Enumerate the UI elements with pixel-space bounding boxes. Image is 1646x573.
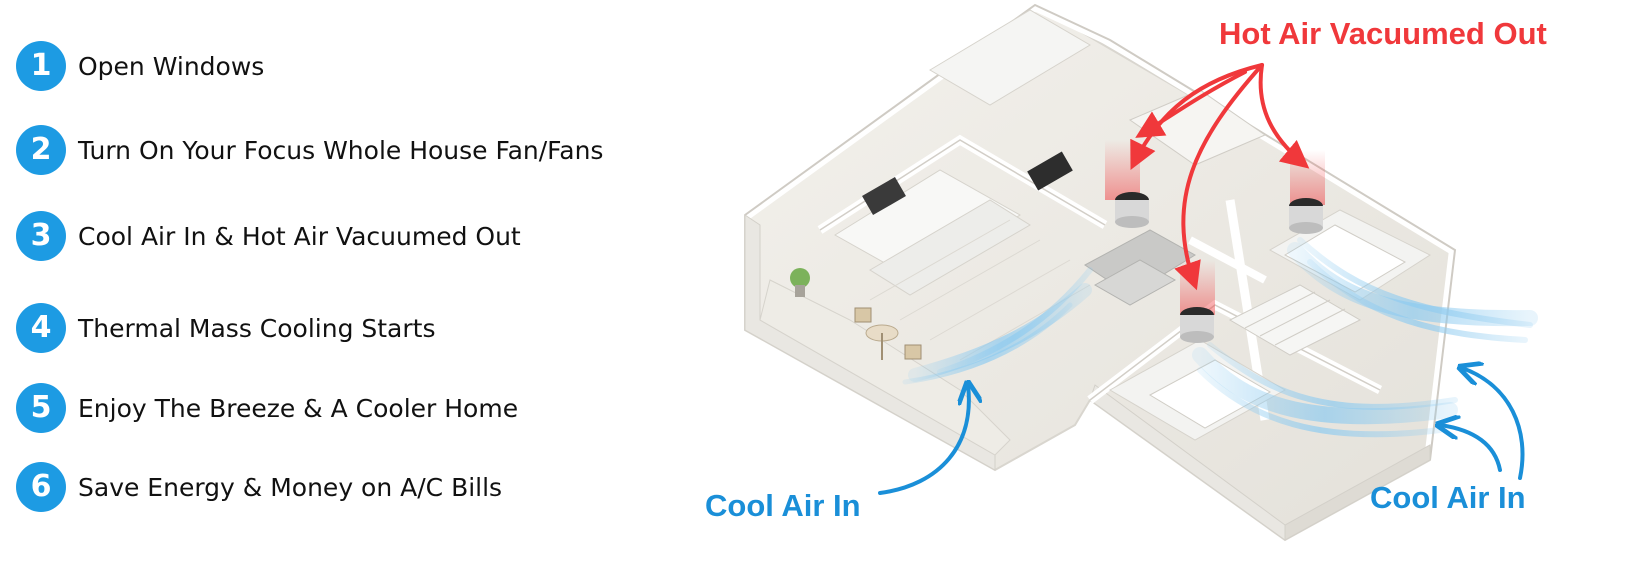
step-number-badge: 1 [16, 41, 66, 91]
hot-air-arrows [1130, 63, 1310, 291]
step-number-badge: 6 [16, 462, 66, 512]
step-number-badge: 5 [16, 383, 66, 433]
step-item: 1 Open Windows [16, 40, 264, 92]
house-cutaway-illustration [741, 0, 1538, 542]
hot-air-label: Hot Air Vacuumed Out [1219, 16, 1547, 51]
house-floor-plan [741, 0, 1461, 542]
step-text: Save Energy & Money on A/C Bills [78, 472, 503, 502]
step-text: Open Windows [78, 51, 265, 81]
step-number: 3 [30, 218, 52, 253]
cool-air-label-left: Cool Air In [705, 488, 861, 523]
step-number: 4 [30, 310, 52, 345]
step-number-badge: 3 [16, 211, 66, 261]
step-item: 4 Thermal Mass Cooling Starts [16, 302, 435, 354]
step-item: 5 Enjoy The Breeze & A Cooler Home [16, 382, 518, 434]
step-item: 6 Save Energy & Money on A/C Bills [16, 461, 502, 513]
step-number: 1 [30, 48, 52, 83]
cool-air-arrows [878, 368, 1525, 495]
step-text: Thermal Mass Cooling Starts [78, 313, 436, 343]
step-item: 3 Cool Air In & Hot Air Vacuumed Out [16, 210, 521, 262]
plant-icon [790, 268, 810, 297]
step-number-badge: 4 [16, 303, 66, 353]
step-number: 6 [30, 469, 52, 504]
fan-unit-2 [1289, 150, 1325, 234]
step-text: Turn On Your Focus Whole House Fan/Fans [78, 135, 604, 165]
step-text: Enjoy The Breeze & A Cooler Home [78, 393, 519, 423]
step-number: 2 [30, 132, 52, 167]
step-number-badge: 2 [16, 125, 66, 175]
step-text: Cool Air In & Hot Air Vacuumed Out [78, 221, 521, 251]
step-number: 5 [30, 390, 52, 425]
patio-furniture [854, 307, 922, 360]
fan-unit-3 [1180, 260, 1215, 343]
step-item: 2 Turn On Your Focus Whole House Fan/Fan… [16, 124, 603, 176]
cool-airflow-streams [902, 237, 1538, 438]
cool-air-label-right: Cool Air In [1370, 480, 1526, 515]
